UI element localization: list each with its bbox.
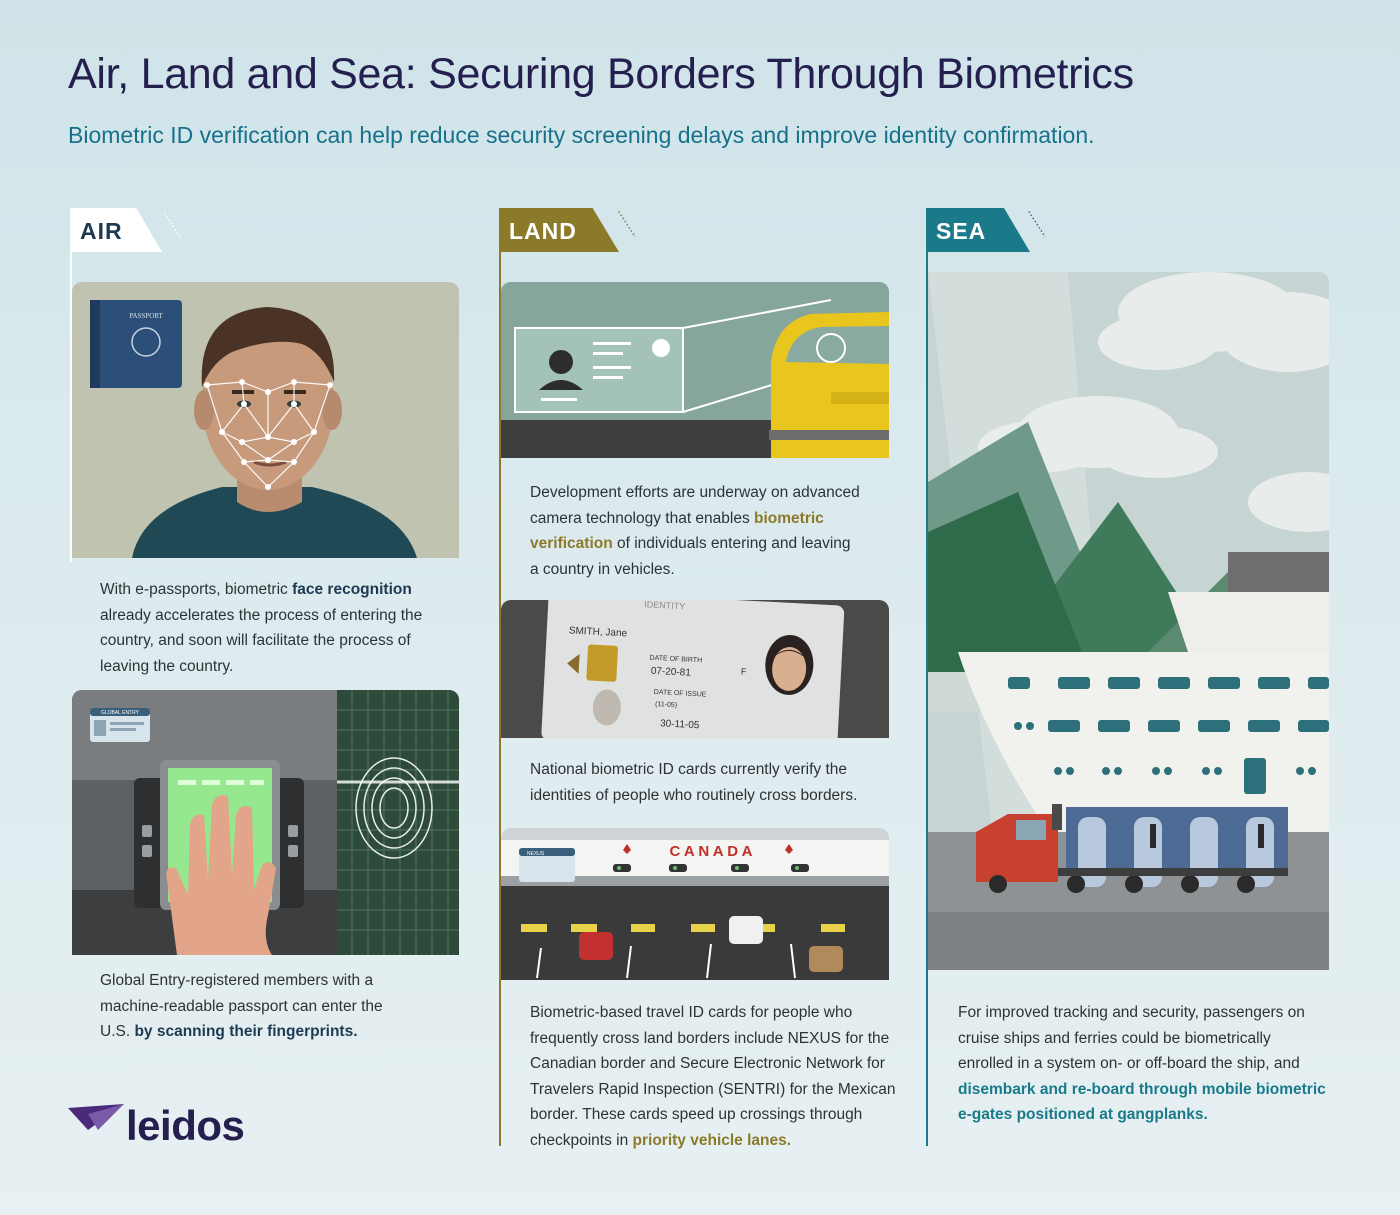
land-tab-label: LAND bbox=[509, 218, 577, 244]
passport-title: PASSPORT bbox=[129, 312, 163, 320]
sea-caption: For improved tracking and security, pass… bbox=[958, 1004, 1326, 1123]
id-card-dob: 07-20-81 bbox=[651, 666, 692, 679]
page-subtitle: Biometric ID verification can help reduc… bbox=[68, 122, 1095, 148]
land-tab-dots bbox=[618, 211, 636, 238]
land-caption-1: Development efforts are underway on adva… bbox=[530, 484, 860, 578]
land-column-rule bbox=[499, 208, 501, 1146]
vehicle-camera-illustration bbox=[501, 282, 889, 458]
air-caption-1: With e-passports, biometric face recogni… bbox=[100, 581, 423, 675]
id-card-sex: F bbox=[741, 666, 748, 676]
id-card-name: SMITH, Jane bbox=[569, 625, 628, 639]
leidos-swoosh-icon bbox=[68, 1104, 124, 1130]
leidos-logo: leidos bbox=[68, 1100, 268, 1154]
id-card-issue-date: 30-11-05 bbox=[660, 718, 700, 731]
id-card-issue-label: DATE OF ISSUE bbox=[654, 689, 707, 699]
land-caption-3: Biometric-based travel ID cards for peop… bbox=[530, 1004, 896, 1149]
sea-tab-label: SEA bbox=[936, 218, 987, 244]
canada-border-crossing-illustration: C A N A D A NEXUS bbox=[501, 828, 889, 980]
sea-tab: SEA bbox=[926, 208, 1030, 252]
air-column-rule bbox=[70, 208, 72, 562]
canada-sign: C A N A D A bbox=[669, 843, 752, 860]
fingerprint-scanner-illustration: GLOBAL ENTRY bbox=[72, 690, 459, 955]
air-caption-2: Global Entry-registered members with a m… bbox=[100, 972, 383, 1040]
page-title: Air, Land and Sea: Securing Borders Thro… bbox=[68, 50, 1134, 98]
air-tab-label: AIR bbox=[80, 218, 123, 244]
sea-column-rule bbox=[926, 208, 928, 1146]
face-recognition-illustration: PASSPORT bbox=[72, 282, 459, 558]
land-tab: LAND bbox=[499, 208, 619, 252]
air-tab: AIR bbox=[70, 208, 162, 252]
cruise-ship-gates-illustration bbox=[928, 272, 1329, 970]
id-card-header: IDENTITY bbox=[644, 600, 685, 611]
id-card-dob-label: DATE OF BIRTH bbox=[649, 655, 702, 665]
global-entry-card-label: GLOBAL ENTRY bbox=[101, 710, 140, 716]
nexus-card-label: NEXUS bbox=[527, 851, 545, 857]
national-id-card-illustration: IDENTITY SMITH, Jane DATE OF BIRTH 07-20… bbox=[501, 600, 889, 738]
sea-tab-dots bbox=[1028, 211, 1046, 238]
leidos-wordmark: leidos bbox=[126, 1102, 245, 1149]
id-card-issue-code: (11-05) bbox=[655, 701, 677, 709]
air-tab-dots bbox=[164, 213, 182, 240]
land-caption-2: National biometric ID cards currently ve… bbox=[530, 761, 858, 804]
